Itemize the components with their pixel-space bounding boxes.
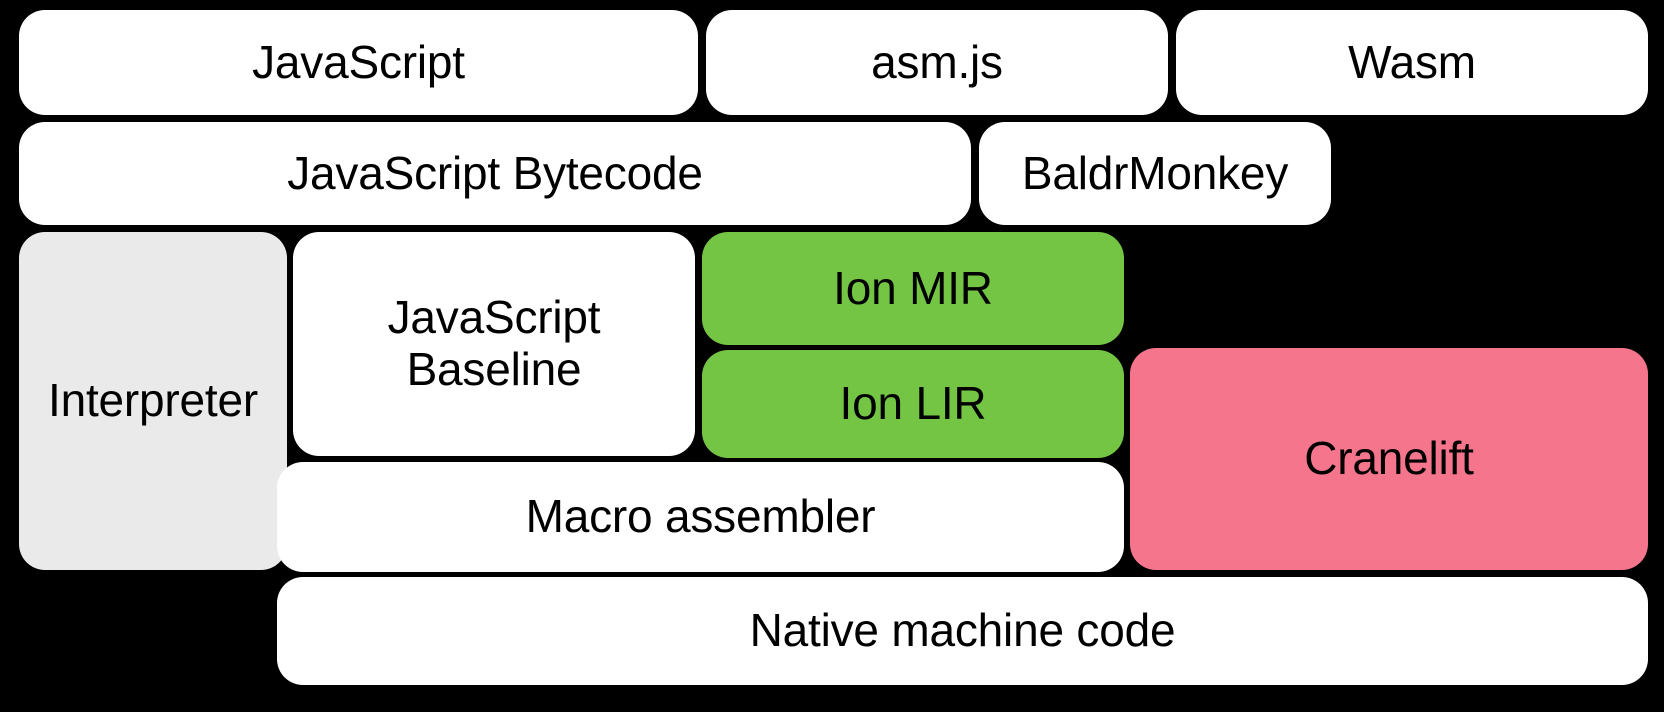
node-native-machine-code: Native machine code	[277, 577, 1648, 685]
node-label-interpreter: Interpreter	[47, 374, 258, 427]
node-label-ion-lir: Ion LIR	[839, 377, 987, 430]
node-label-macro-assembler: Macro assembler	[525, 490, 876, 543]
node-label-javascript-bytecode: JavaScript Bytecode	[287, 146, 703, 199]
node-label-asmjs: asm.js	[871, 35, 1003, 88]
node-asmjs: asm.js	[706, 10, 1168, 115]
node-javascript-baseline: JavaScript Baseline	[293, 232, 695, 456]
node-label-javascript-baseline: JavaScript Baseline	[387, 291, 601, 395]
node-label-ion-mir: Ion MIR	[833, 261, 993, 314]
node-javascript: JavaScript	[19, 10, 698, 115]
node-interpreter: Interpreter	[19, 232, 287, 570]
node-cranelift: Cranelift	[1130, 348, 1648, 570]
node-baldrmonkey: BaldrMonkey	[979, 122, 1331, 225]
node-label-wasm: Wasm	[1348, 35, 1476, 88]
node-ion-lir: Ion LIR	[702, 350, 1124, 458]
node-label-native-machine-code: Native machine code	[749, 604, 1176, 657]
node-macro-assembler: Macro assembler	[277, 462, 1124, 572]
node-label-cranelift: Cranelift	[1304, 432, 1474, 485]
node-wasm: Wasm	[1176, 10, 1648, 115]
node-label-baldrmonkey: BaldrMonkey	[1021, 146, 1289, 199]
node-ion-mir: Ion MIR	[702, 232, 1124, 345]
node-label-javascript: JavaScript	[252, 35, 465, 88]
node-javascript-bytecode: JavaScript Bytecode	[19, 122, 971, 225]
